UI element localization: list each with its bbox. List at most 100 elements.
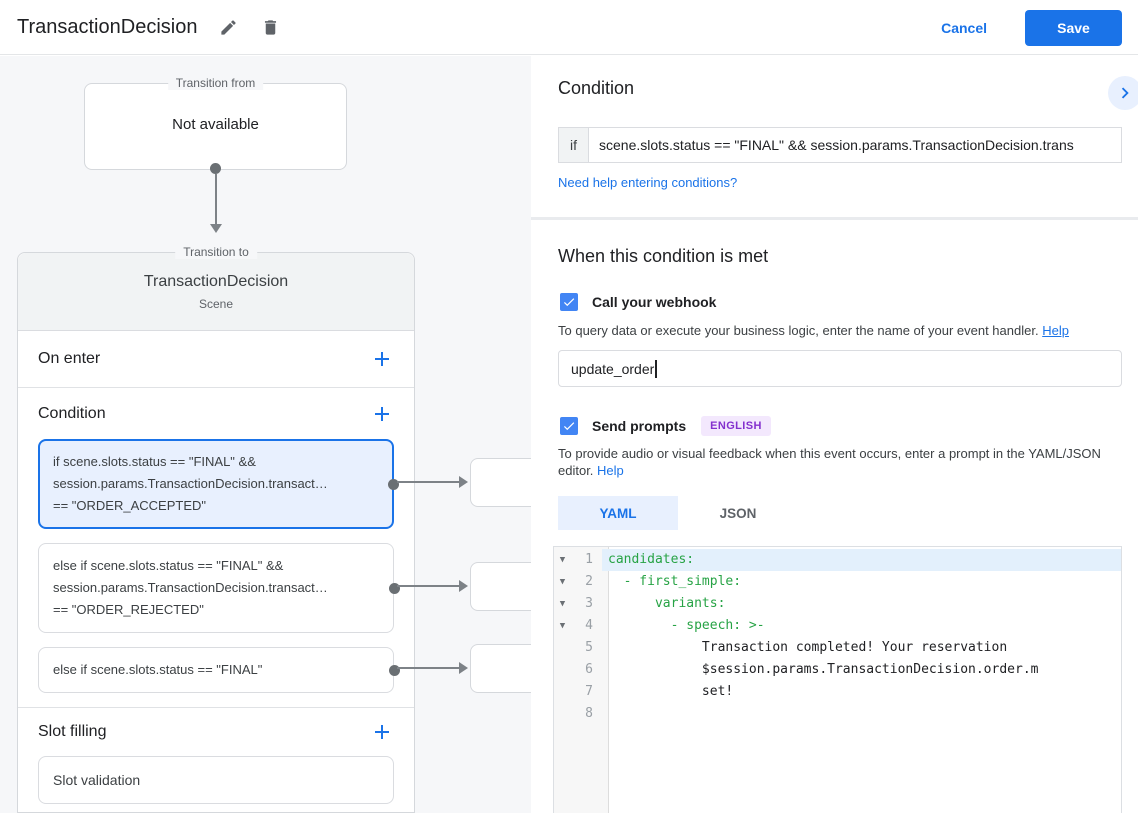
fold-arrow-icon[interactable]: ▼	[559, 555, 566, 565]
condition-card-line: == "ORDER_ACCEPTED"	[53, 498, 206, 513]
condition-expression-input[interactable]	[588, 127, 1122, 163]
add-on-enter-button[interactable]	[370, 347, 394, 371]
code-text[interactable]: - speech: >-	[608, 618, 765, 633]
when-met-title: When this condition is met	[558, 246, 769, 266]
transition-target-box[interactable]	[470, 562, 531, 611]
edit-title-button[interactable]	[215, 14, 241, 40]
page-title: TransactionDecision	[17, 15, 198, 38]
fold-spacer	[554, 703, 571, 725]
event-handler-value: update_order	[571, 360, 655, 377]
editor-lines: ▼ 1 candidates: ▼ 2 - first_simple: ▼ 3 varian…	[554, 549, 1121, 725]
transition-target-box[interactable]	[470, 644, 531, 693]
line-number: 1	[585, 552, 593, 567]
top-bar: TransactionDecision Cancel Save	[0, 0, 1138, 55]
prompts-checkbox[interactable]	[560, 417, 578, 435]
prompts-description: To provide audio or visual feedback when…	[558, 445, 1114, 479]
fold-spacer	[554, 637, 571, 659]
on-enter-section: On enter	[18, 331, 414, 388]
condition-card-line: if scene.slots.status == "FINAL" &&	[53, 454, 256, 469]
condition-card-line: session.params.TransactionDecision.trans…	[53, 476, 328, 491]
prompts-help-link[interactable]: Help	[597, 463, 624, 478]
save-button[interactable]: Save	[1025, 9, 1122, 46]
condition-card-line: else if scene.slots.status == "FINAL" &&	[53, 558, 284, 573]
code-text[interactable]: - first_simple:	[608, 574, 742, 589]
chevron-right-icon	[1121, 87, 1129, 99]
topbar-actions: Cancel Save	[941, 0, 1122, 55]
code-text[interactable]: Transaction completed! Your reservation	[608, 640, 1008, 655]
transition-target-box[interactable]	[470, 458, 531, 507]
connector-dot[interactable]	[388, 478, 399, 490]
text-caret	[655, 359, 657, 378]
plus-icon	[375, 725, 389, 739]
scene-card-header[interactable]: TransactionDecision Scene	[18, 253, 414, 331]
connector-line	[397, 585, 460, 587]
add-condition-button[interactable]	[370, 402, 394, 426]
code-text[interactable]	[602, 703, 1121, 725]
transition-from-legend: Transition from	[167, 76, 264, 90]
fold-spacer	[554, 659, 571, 681]
webhook-help-link[interactable]: Help	[1042, 323, 1069, 338]
editor-line: ▼ 3 variants:	[554, 593, 1121, 615]
transition-from-message: Not available	[172, 116, 259, 133]
arrow-right-icon	[459, 580, 468, 592]
editor-tabs: YAML JSON	[558, 496, 798, 530]
webhook-description: To query data or execute your business l…	[558, 322, 1128, 339]
condition-section-header: Condition	[18, 388, 414, 439]
condition-card-list: if scene.slots.status == "FINAL" && sessi…	[18, 439, 414, 693]
line-number: 2	[585, 574, 593, 589]
language-badge: ENGLISH	[701, 416, 771, 436]
line-number: 5	[585, 640, 593, 655]
editor-line: 5 Transaction completed! Your reservatio…	[554, 637, 1121, 659]
editor-line: ▼ 2 - first_simple:	[554, 571, 1121, 593]
condition-expression-row: if	[558, 127, 1122, 163]
webhook-checkbox[interactable]	[560, 293, 578, 311]
fold-arrow-icon[interactable]: ▼	[559, 599, 566, 609]
webhook-description-text: To query data or execute your business l…	[558, 323, 1039, 338]
fold-arrow-icon[interactable]: ▼	[559, 577, 566, 587]
check-icon	[563, 298, 575, 307]
cancel-button[interactable]: Cancel	[941, 19, 987, 36]
tab-yaml[interactable]: YAML	[558, 496, 678, 530]
on-enter-label: On enter	[38, 350, 101, 367]
connector-line	[397, 667, 460, 669]
editor-line: ▼ 4 - speech: >-	[554, 615, 1121, 637]
connector-line	[397, 481, 460, 483]
code-text[interactable]: candidates:	[602, 549, 1121, 571]
editor-line: 6 $session.params.TransactionDecision.or…	[554, 659, 1121, 681]
line-number: 4	[585, 618, 593, 633]
event-handler-input[interactable]: update_order	[558, 350, 1122, 387]
condition-card-line: session.params.TransactionDecision.trans…	[53, 580, 328, 595]
if-prefix: if	[558, 127, 588, 163]
connector-dot[interactable]	[389, 664, 400, 676]
collapse-panel-button[interactable]	[1108, 76, 1138, 110]
condition-card[interactable]: else if scene.slots.status == "FINAL"	[38, 647, 400, 693]
scene-name: TransactionDecision	[143, 272, 289, 290]
prompts-description-text: To provide audio or visual feedback when…	[558, 446, 1101, 478]
yaml-editor[interactable]: ▼ 1 candidates: ▼ 2 - first_simple: ▼ 3 varian…	[553, 546, 1122, 813]
tab-json[interactable]: JSON	[719, 505, 757, 521]
code-text[interactable]: $session.params.TransactionDecision.orde…	[608, 662, 1039, 677]
transition-to-card: Transition to TransactionDecision Scene …	[17, 245, 415, 813]
conditions-help-link[interactable]: Need help entering conditions?	[558, 175, 738, 190]
check-icon	[563, 422, 575, 431]
code-text[interactable]: variants:	[608, 596, 726, 611]
condition-card[interactable]: else if scene.slots.status == "FINAL" &&…	[38, 543, 400, 633]
connector-line	[215, 174, 217, 226]
delete-scene-button[interactable]	[257, 14, 283, 40]
scene-diagram-canvas: Transition from Not available Transition…	[0, 56, 531, 813]
condition-card-line: == "ORDER_REJECTED"	[53, 602, 204, 617]
connector-dot[interactable]	[389, 582, 400, 594]
line-number: 3	[585, 596, 593, 611]
prompts-label: Send prompts	[592, 418, 687, 434]
slot-filling-label: Slot filling	[38, 723, 107, 740]
add-slot-button[interactable]	[370, 720, 394, 744]
arrow-down-icon	[210, 224, 222, 233]
editor-line: ▼ 1 candidates:	[554, 549, 1121, 571]
condition-label: Condition	[38, 404, 106, 422]
slot-validation-card[interactable]: Slot validation	[38, 756, 394, 804]
arrow-right-icon	[459, 662, 468, 674]
code-text[interactable]: set!	[608, 684, 734, 699]
panel-title: Condition	[558, 78, 635, 98]
condition-card[interactable]: if scene.slots.status == "FINAL" && sessi…	[38, 439, 399, 529]
fold-arrow-icon[interactable]: ▼	[559, 621, 566, 631]
